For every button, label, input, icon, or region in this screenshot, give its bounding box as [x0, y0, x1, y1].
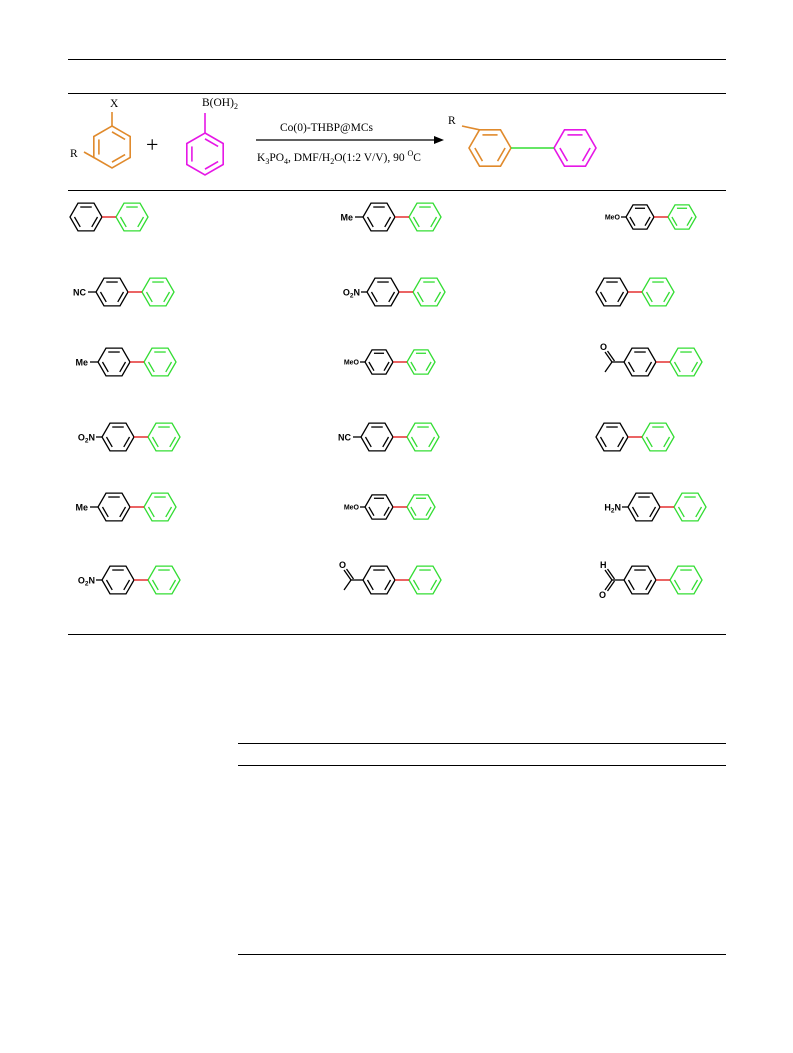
new-phenyl-ring	[141, 277, 175, 307]
table1-bottom-rule	[68, 634, 726, 635]
phenyl-ring	[97, 492, 131, 522]
arrow-head-icon	[434, 136, 444, 144]
substituent-label: Me	[75, 358, 88, 368]
product-compound-10: O2N	[78, 422, 181, 452]
phenyl-ring	[97, 347, 131, 377]
new-phenyl-ring	[143, 347, 177, 377]
product-compound-6	[595, 277, 675, 307]
phenyl-ring	[627, 492, 661, 522]
new-phenyl-ring	[641, 422, 675, 452]
substituent-label: O2N	[78, 576, 95, 588]
boronic-acid-structure	[186, 113, 224, 176]
product-compound-12	[595, 422, 675, 452]
table1-top-rule	[68, 59, 726, 60]
substituent-label: MeO	[344, 505, 360, 512]
new-phenyl-ring	[673, 492, 707, 522]
table2-top-rule	[238, 743, 726, 744]
table1-scheme-rule	[68, 190, 726, 191]
substituent-label: NC	[338, 433, 351, 443]
aryl-halide-structure	[83, 112, 131, 169]
substituent-label: H2N	[604, 503, 621, 515]
new-phenyl-ring	[147, 422, 181, 452]
phenyl-ring	[362, 565, 396, 595]
new-phenyl-ring	[408, 202, 442, 232]
phenyl-ring	[595, 277, 629, 307]
phenyl-ring	[69, 202, 103, 232]
new-phenyl-ring	[669, 565, 703, 595]
new-phenyl-ring	[115, 202, 149, 232]
phenyl-ring	[364, 494, 394, 520]
oxygen-label: O	[339, 560, 346, 570]
catalyst-label: Co(0)-THBP@MCs	[280, 122, 374, 134]
product-compound-14: MeO	[344, 494, 436, 520]
product-compound-13: Me	[75, 492, 177, 522]
new-phenyl-ring	[147, 565, 181, 595]
phenyl-ring	[364, 349, 394, 375]
phenyl-ring	[366, 277, 400, 307]
new-phenyl-ring	[406, 494, 436, 520]
product-ring-1	[468, 129, 512, 167]
boronic-acid-ring	[186, 132, 224, 176]
product-r-label: R	[448, 115, 456, 127]
new-phenyl-ring	[406, 422, 440, 452]
product-compound-2: Me	[340, 202, 442, 232]
new-phenyl-ring	[143, 492, 177, 522]
phenyl-ring	[362, 202, 396, 232]
substituent-label: O2N	[343, 288, 360, 300]
product-compound-7: Me	[75, 347, 177, 377]
phenyl-ring	[101, 565, 135, 595]
phenyl-ring	[360, 422, 394, 452]
product-compound-9: O	[600, 342, 703, 377]
product-compound-4: NC	[73, 277, 175, 307]
product-compound-11: NC	[338, 422, 440, 452]
product-compound-1	[69, 202, 149, 232]
substituent-r-label: R	[70, 148, 78, 160]
conditions-label: K3PO4, DMF/H2O(1:2 V/V), 90 OC	[257, 149, 421, 166]
product-structure	[461, 125, 597, 167]
halide-x-label: X	[110, 98, 119, 110]
table2-bottom-rule	[238, 954, 726, 955]
substituent-label: MeO	[344, 360, 360, 367]
phenyl-ring	[623, 347, 657, 377]
phenyl-ring	[623, 565, 657, 595]
product-compound-15: H2N	[604, 492, 707, 522]
new-phenyl-ring	[641, 277, 675, 307]
phenyl-ring	[595, 422, 629, 452]
product-compound-18: HO	[599, 560, 703, 600]
oxygen-label: O	[600, 342, 607, 352]
boronic-acid-label: B(OH)2	[202, 97, 238, 111]
product-compound-17: O	[339, 560, 442, 595]
new-phenyl-ring	[406, 349, 436, 375]
plus-sign: +	[146, 132, 158, 157]
new-phenyl-ring	[669, 347, 703, 377]
product-compound-16: O2N	[78, 565, 181, 595]
substituent-label: NC	[73, 288, 86, 298]
product-compound-8: MeO	[344, 349, 436, 375]
phenyl-ring	[101, 422, 135, 452]
phenyl-ring	[625, 204, 655, 230]
new-phenyl-ring	[408, 565, 442, 595]
new-phenyl-ring	[412, 277, 446, 307]
substituent-label: O2N	[78, 433, 95, 445]
table1-header-rule	[68, 93, 726, 94]
substituent-label: Me	[75, 503, 88, 513]
aryl-halide-ring	[93, 125, 131, 169]
product-compound-5: O2N	[343, 277, 446, 307]
hydrogen-label: H	[600, 560, 607, 570]
substituent-label: MeO	[605, 215, 621, 222]
phenyl-ring	[95, 277, 129, 307]
substituent-label: Me	[340, 213, 353, 223]
oxygen-label: O	[599, 590, 606, 600]
table2-header-rule	[238, 765, 726, 766]
new-phenyl-ring	[667, 204, 697, 230]
product-compound-3: MeO	[605, 204, 697, 230]
